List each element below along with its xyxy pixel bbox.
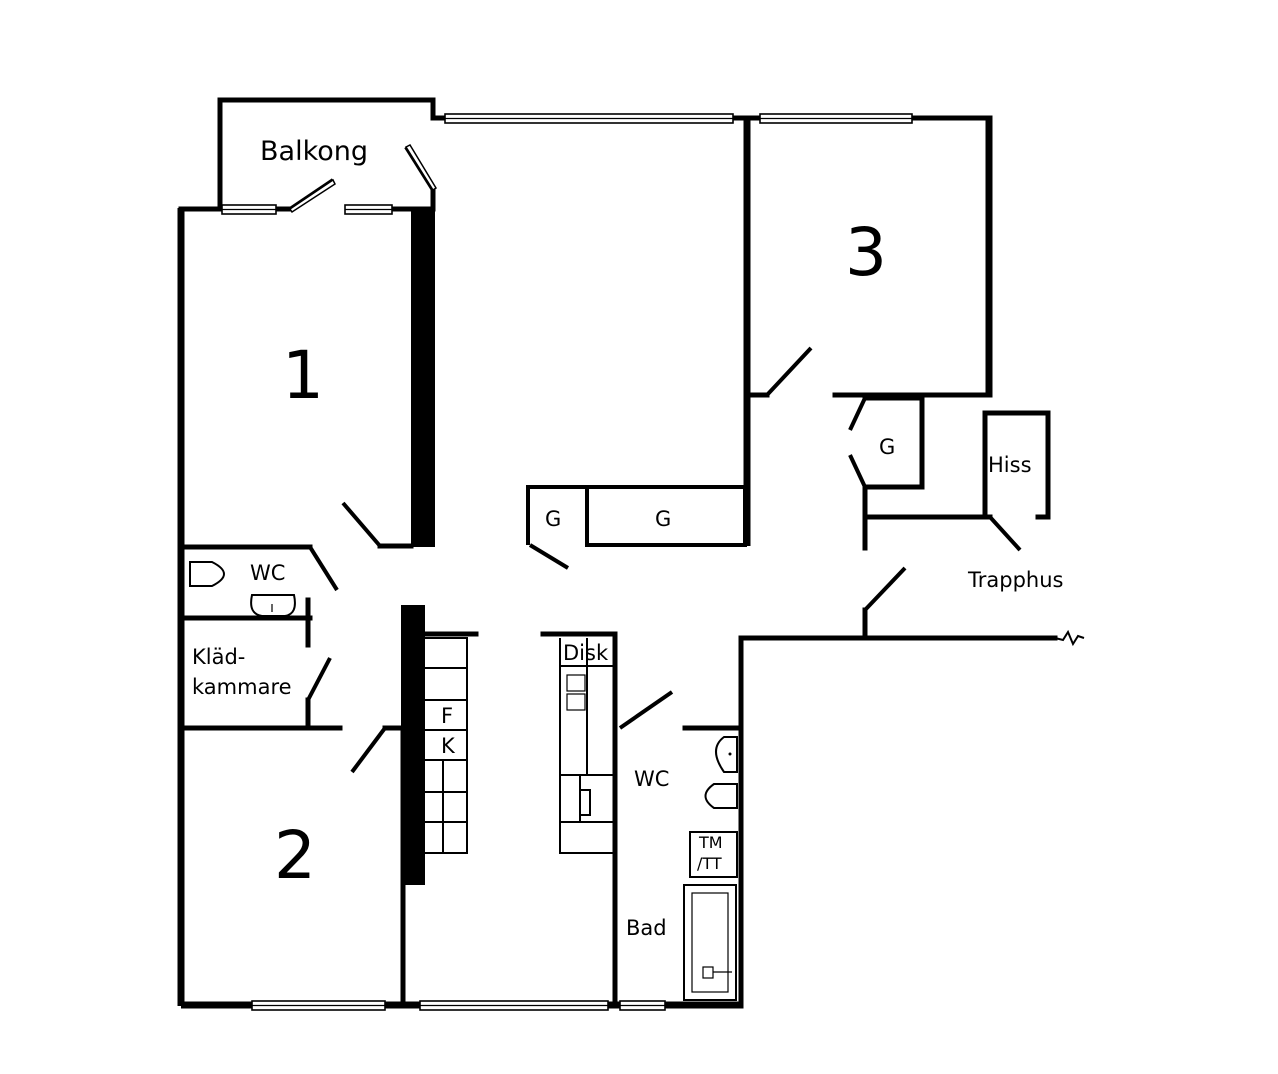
label-fridge: F bbox=[441, 704, 453, 728]
label-balkong: Balkong bbox=[260, 136, 368, 167]
walls bbox=[177, 97, 1085, 1009]
label-freezer: K bbox=[441, 734, 456, 758]
label-trapphus: Trapphus bbox=[967, 568, 1063, 592]
label-bad: Bad bbox=[626, 916, 667, 940]
bathroom-fixtures bbox=[683, 736, 738, 1001]
label-wc-bottom: WC bbox=[634, 767, 669, 791]
label-kladkammare-2: kammare bbox=[192, 675, 292, 699]
label-washer-1: TM bbox=[698, 833, 723, 852]
label-hiss: Hiss bbox=[988, 453, 1032, 477]
labels: Balkong 1 2 3 WC Kläd- kammare WC Bad Hi… bbox=[192, 136, 1063, 940]
label-room-1: 1 bbox=[282, 337, 324, 414]
label-kladkammare-1: Kläd- bbox=[192, 645, 245, 669]
label-storage-g2: G bbox=[655, 507, 671, 531]
storage-cupboards bbox=[526, 485, 747, 547]
label-dishwasher: Disk bbox=[563, 641, 609, 665]
windows bbox=[221, 113, 913, 1011]
doors bbox=[288, 144, 1022, 774]
kitchen-counter-left bbox=[425, 637, 468, 854]
kitchen-counter-right bbox=[559, 638, 615, 854]
label-room-2: 2 bbox=[274, 817, 316, 894]
wc-fixtures-top bbox=[189, 561, 296, 617]
label-wc-top: WC bbox=[250, 561, 285, 585]
label-room-3: 3 bbox=[845, 214, 887, 291]
label-washer-2: /TT bbox=[697, 854, 722, 873]
label-storage-g1: G bbox=[545, 507, 561, 531]
label-storage-g3: G bbox=[879, 435, 895, 459]
